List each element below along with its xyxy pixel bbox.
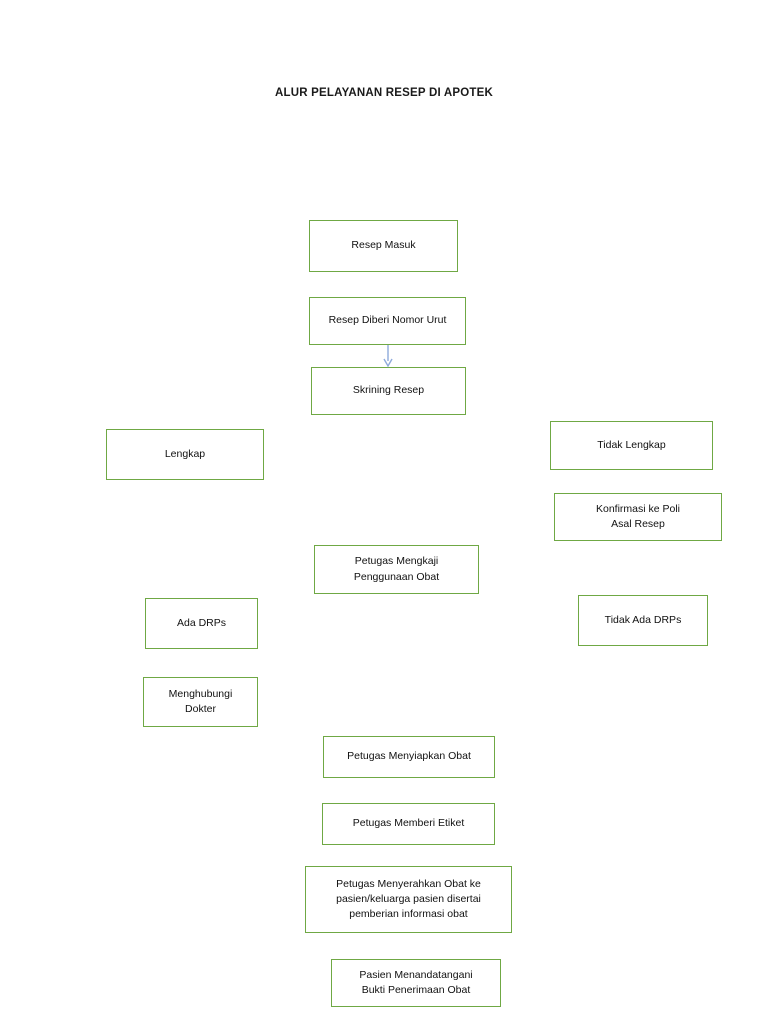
flow-node-ada-drps: Ada DRPs — [145, 598, 258, 649]
flow-edge-nomor-to-skrining — [380, 345, 396, 368]
flow-node-label: Pasien Menandatangani Bukti Penerimaan O… — [359, 968, 473, 996]
flow-node-label: Tidak Ada DRPs — [604, 613, 682, 626]
flow-node-resep-nomor-urut: Resep Diberi Nomor Urut — [309, 297, 466, 345]
flow-node-label: Resep Masuk — [351, 239, 416, 252]
flow-node-label: Konfirmasi ke Poli Asal Resep — [595, 502, 681, 530]
flow-node-label: Ada DRPs — [176, 616, 227, 629]
flow-node-konfirmasi-poli: Konfirmasi ke Poli Asal Resep — [554, 493, 722, 541]
flow-node-resep-masuk: Resep Masuk — [309, 220, 458, 272]
flow-node-label: Resep Diberi Nomor Urut — [328, 314, 447, 327]
flow-node-petugas-etiket: Petugas Memberi Etiket — [322, 803, 495, 845]
flow-node-label: Petugas Menyerahkan Obat ke pasien/kelua… — [336, 877, 481, 921]
flow-node-petugas-mengkaji: Petugas Mengkaji Penggunaan Obat — [314, 545, 479, 594]
flow-node-skrining-resep: Skrining Resep — [311, 367, 466, 415]
flow-node-label: Petugas Menyiapkan Obat — [347, 750, 471, 763]
flow-node-petugas-menyiapkan: Petugas Menyiapkan Obat — [323, 736, 495, 778]
flow-node-label: Menghubungi Dokter — [168, 687, 233, 715]
flow-node-petugas-menyerahkan: Petugas Menyerahkan Obat ke pasien/kelua… — [305, 866, 512, 933]
flow-node-label: Skrining Resep — [352, 384, 425, 397]
flow-node-tidak-lengkap: Tidak Lengkap — [550, 421, 713, 470]
flow-node-label: Petugas Memberi Etiket — [352, 817, 465, 830]
page-title: ALUR PELAYANAN RESEP DI APOTEK — [275, 87, 493, 99]
flow-node-label: Petugas Mengkaji Penggunaan Obat — [353, 555, 440, 583]
flow-node-menghubungi-dokter: Menghubungi Dokter — [143, 677, 258, 727]
flow-node-lengkap: Lengkap — [106, 429, 264, 480]
flow-node-label: Lengkap — [164, 447, 206, 460]
flow-node-label: Tidak Lengkap — [597, 438, 666, 451]
flow-node-tidak-ada-drps: Tidak Ada DRPs — [578, 595, 708, 646]
flow-node-pasien-tanda-tangan: Pasien Menandatangani Bukti Penerimaan O… — [331, 959, 501, 1007]
